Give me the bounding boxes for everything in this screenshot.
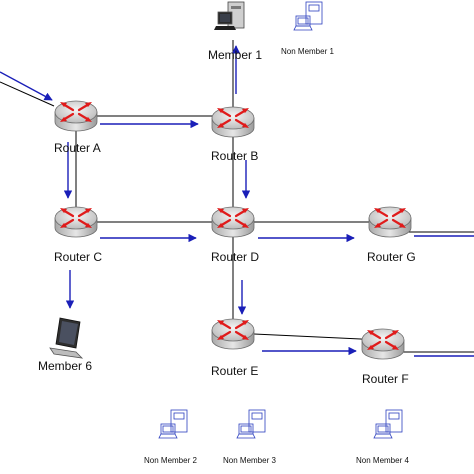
- non-member-1-label: Non Member 1: [281, 47, 334, 56]
- network-links: [0, 40, 474, 353]
- outline-computer-icon[interactable]: [158, 409, 188, 439]
- router-e-icon[interactable]: [210, 317, 256, 351]
- router-f-icon[interactable]: [360, 327, 406, 361]
- router-a-icon[interactable]: [53, 99, 99, 133]
- link-upstream-to-router-a: [0, 81, 55, 107]
- router-a-label: Router A: [54, 141, 101, 155]
- router-d-icon[interactable]: [210, 205, 256, 239]
- router-g-label: Router G: [367, 250, 416, 264]
- router-d-label: Router D: [211, 250, 260, 264]
- outline-computer-icon[interactable]: [293, 1, 323, 31]
- router-b-icon[interactable]: [210, 105, 256, 139]
- non-member-3-label: Non Member 3: [223, 456, 276, 465]
- non-member-4-label: Non Member 4: [356, 456, 409, 465]
- member-6-label: Member 6: [38, 359, 93, 373]
- desktop-computer-icon[interactable]: [214, 1, 245, 30]
- router-e-label: Router E: [211, 364, 259, 378]
- laptop-icon[interactable]: [49, 317, 84, 359]
- router-c-icon[interactable]: [53, 205, 99, 239]
- flow-arrow-into-router-a: [0, 71, 53, 101]
- non-member-2-label: Non Member 2: [144, 456, 197, 465]
- router-b-label: Router B: [211, 149, 259, 163]
- router-g-icon[interactable]: [367, 205, 413, 239]
- member-1-label: Member 1: [208, 48, 263, 62]
- router-f-label: Router F: [362, 372, 409, 386]
- link-router-e-router-f: [232, 332, 384, 341]
- outline-computer-icon[interactable]: [373, 409, 403, 439]
- router-c-label: Router C: [54, 250, 103, 264]
- multicast-flow: [0, 45, 474, 357]
- outline-computer-icon[interactable]: [236, 409, 266, 439]
